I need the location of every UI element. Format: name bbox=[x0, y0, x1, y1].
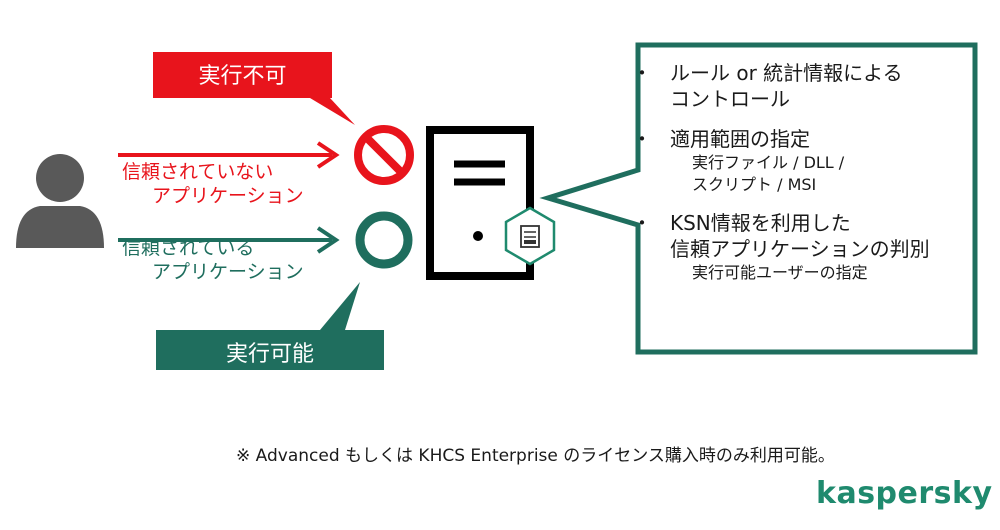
callout-item-control: ・ ルール or 統計情報による コントロール bbox=[632, 60, 962, 112]
server-icon bbox=[426, 126, 534, 280]
callout-line: 信頼アプリケーションの判別 bbox=[670, 237, 930, 261]
callout-subline: スクリプト / MSI bbox=[692, 175, 817, 194]
allowed-label-line1: 信頼されている bbox=[122, 237, 255, 259]
allowed-circle-icon bbox=[355, 211, 413, 269]
callout-line: コントロール bbox=[670, 87, 790, 111]
allowed-tag: 実行可能 bbox=[225, 342, 314, 367]
bullet-dot: ・ bbox=[632, 61, 652, 85]
kaspersky-logo: kaspersky bbox=[816, 476, 993, 511]
blocked-tag: 実行不可 bbox=[198, 64, 287, 89]
callout-line: KSN情報を利用した bbox=[670, 211, 851, 235]
kaspersky-hexagon-icon bbox=[504, 206, 556, 266]
bullet-dot: ・ bbox=[632, 211, 652, 235]
bullet-dot: ・ bbox=[632, 127, 652, 151]
blocked-label-line1: 信頼されていない bbox=[122, 161, 274, 183]
callout-subline: 実行ファイル / DLL / bbox=[692, 153, 845, 172]
callout-outline bbox=[539, 42, 978, 355]
allowed-tag-shape bbox=[156, 282, 384, 370]
blocked-arrow bbox=[118, 141, 340, 169]
blocked-label-line2: アプリケーション bbox=[152, 185, 304, 207]
blocked-tag-shape bbox=[153, 52, 355, 125]
callout-subline: 実行可能ユーザーの指定 bbox=[692, 263, 868, 282]
callout-line: ルール or 統計情報による bbox=[670, 61, 903, 85]
prohibited-icon bbox=[354, 125, 414, 185]
callout-line: 適用範囲の指定 bbox=[670, 127, 810, 151]
callout-item-scope: ・ 適用範囲の指定 実行ファイル / DLL / スクリプト / MSI bbox=[632, 126, 962, 196]
user-icon bbox=[16, 154, 104, 248]
allowed-label-line2: アプリケーション bbox=[152, 261, 304, 283]
callout-list: ・ ルール or 統計情報による コントロール ・ 適用範囲の指定 実行ファイル… bbox=[632, 60, 962, 284]
blocked-label: 信頼されていない アプリケーション bbox=[122, 160, 304, 208]
callout-item-ksn: ・ KSN情報を利用した 信頼アプリケーションの判別 実行可能ユーザーの指定 bbox=[632, 210, 962, 284]
allowed-label: 信頼されている アプリケーション bbox=[122, 236, 304, 284]
footnote: ※ Advanced もしくは KHCS Enterprise のライセンス購入… bbox=[236, 446, 835, 466]
allowed-arrow bbox=[118, 226, 340, 254]
